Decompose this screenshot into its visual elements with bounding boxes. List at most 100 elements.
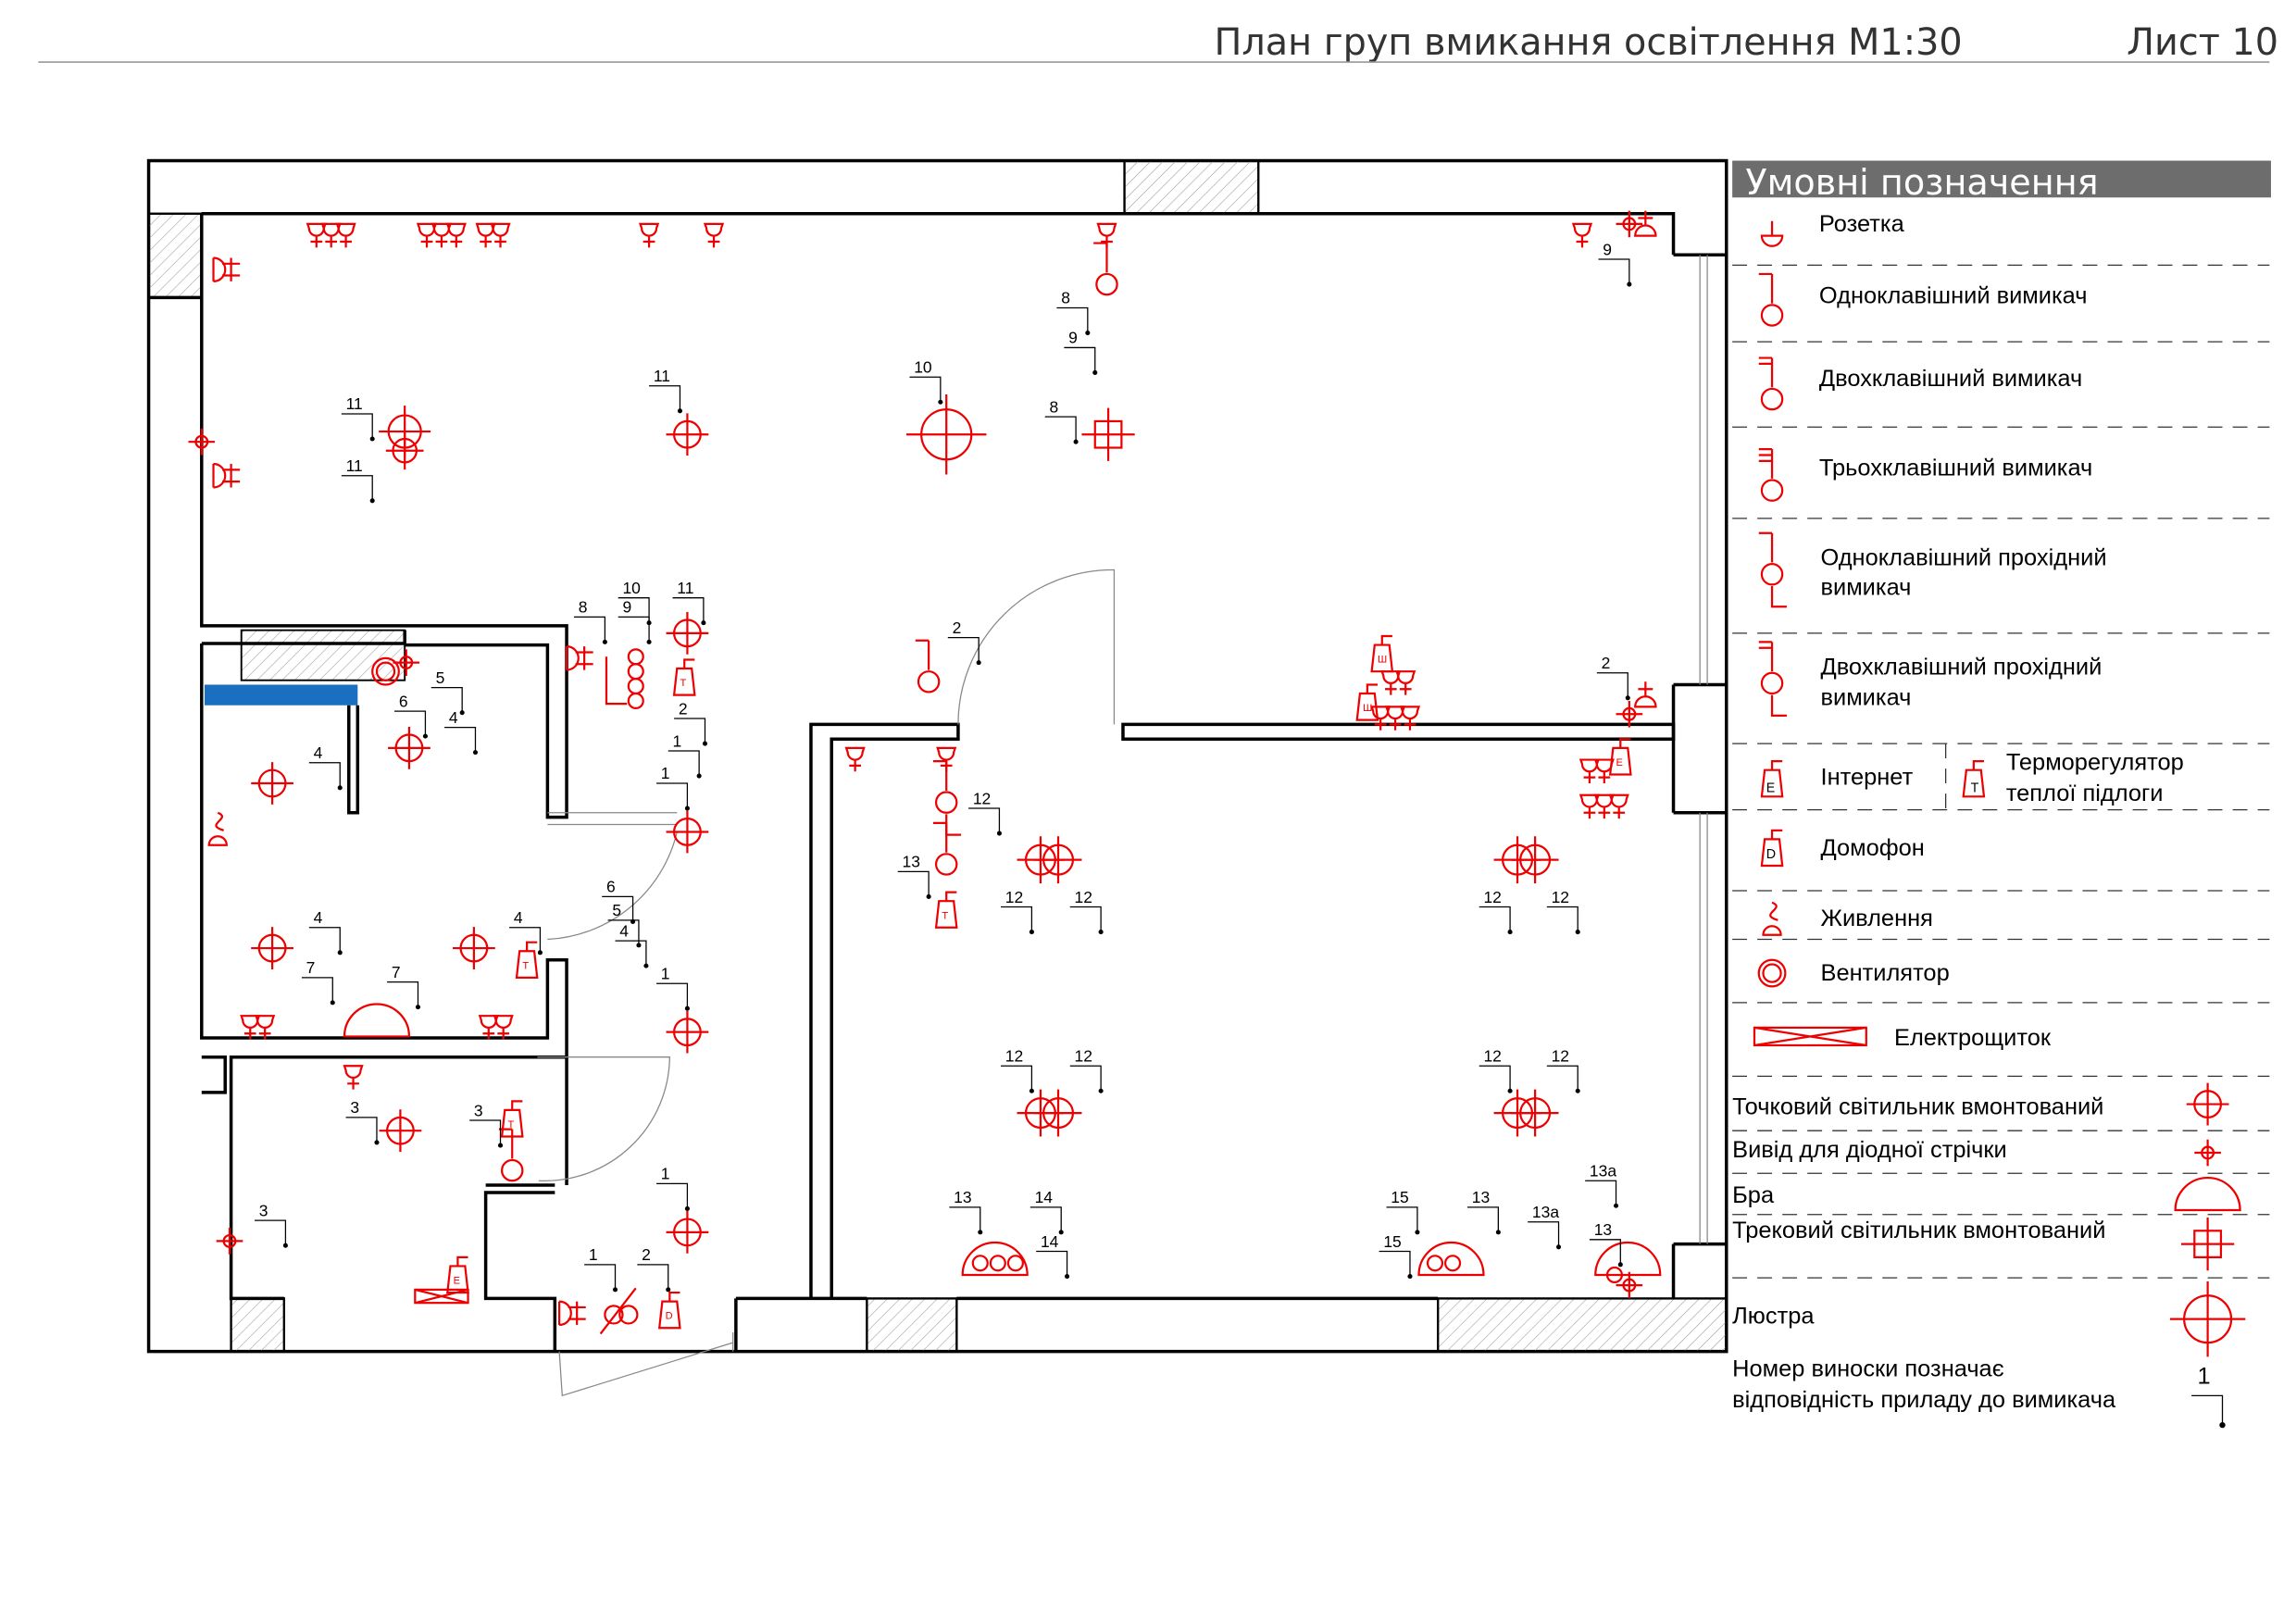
stem <box>1758 448 1774 479</box>
cross <box>2181 1217 2235 1271</box>
switch-ring <box>627 678 644 695</box>
fan-icon <box>1757 958 1787 988</box>
callout: 1 <box>656 964 690 1011</box>
callout-dot <box>1073 439 1079 444</box>
dome <box>1594 1241 1662 1277</box>
callout-leader <box>1466 1206 1499 1232</box>
cross <box>1511 1089 1559 1137</box>
sconce-icon <box>961 1241 1029 1277</box>
box <box>1962 760 1986 798</box>
callout-dot <box>1627 281 1632 287</box>
stem <box>1758 531 1787 608</box>
thermostat-icon: T <box>934 891 958 929</box>
sheet-header: План груп вмикання освітлення М1:30 Лист… <box>38 21 2278 64</box>
ring <box>1760 563 1784 586</box>
callout-leader <box>1528 1221 1560 1247</box>
socket-group-icon <box>1578 758 1615 783</box>
led-strip-outlet-icon <box>1616 210 1643 238</box>
callout-dot <box>684 806 690 811</box>
callout-dot <box>1575 1088 1580 1093</box>
bulb <box>971 1255 989 1272</box>
led-strip-outlet-icon <box>1616 1271 1643 1299</box>
callout: 12 <box>1546 888 1580 935</box>
callout: 13а <box>1585 1161 1619 1208</box>
callout: 3 <box>255 1201 288 1248</box>
legend-pass2-2: вимикач <box>1821 685 1912 711</box>
callout-leader <box>308 927 341 953</box>
callout-number: 12 <box>1005 1046 1023 1065</box>
power-outlet-icon <box>1762 901 1782 936</box>
bulb <box>1006 1255 1024 1272</box>
cross <box>453 927 495 969</box>
cross <box>1081 407 1135 461</box>
callout-dot <box>684 1006 690 1011</box>
socket-group-icon <box>240 1015 276 1040</box>
spot-light-icon <box>666 1210 709 1254</box>
socket-group-icon <box>306 222 356 248</box>
switch-icon <box>915 639 941 693</box>
callout: 2 <box>674 699 708 746</box>
callout: 10 <box>909 357 943 405</box>
callout: 1 <box>584 1245 618 1293</box>
socket <box>1571 222 1593 248</box>
spot-light-icon <box>2169 1280 2246 1357</box>
callout-leader <box>469 1119 502 1146</box>
callout-dot <box>684 1206 690 1211</box>
switch-icon <box>1758 272 1784 327</box>
callout-number: 9 <box>1068 329 1078 347</box>
stem <box>599 1287 637 1335</box>
cross <box>905 394 987 475</box>
callout: 2 <box>947 618 981 666</box>
callout-dot <box>976 660 981 666</box>
callout-dot <box>1098 930 1104 935</box>
callout: 4 <box>308 908 343 956</box>
callout-dot <box>926 893 931 899</box>
callout: 12 <box>1001 1046 1034 1093</box>
callout-leader <box>1546 1065 1578 1092</box>
callout-leader <box>1056 306 1089 333</box>
callout-number: 15 <box>1383 1232 1401 1251</box>
legend-pass1: Одноклавішний прохідний <box>1821 545 2107 571</box>
callout-dot <box>1507 930 1513 935</box>
callout: 12 <box>1069 888 1104 935</box>
sockets <box>557 1300 586 1327</box>
electrical-panel-icon <box>1753 1026 1867 1047</box>
box <box>657 1291 681 1330</box>
ring <box>1760 304 1784 327</box>
legend-fan: Вентилятор <box>1821 960 1950 986</box>
spot-light-icon <box>666 611 709 655</box>
callout-number: 14 <box>1035 1188 1054 1206</box>
callout: 2 <box>1596 654 1630 701</box>
callout: 12 <box>1479 1046 1513 1093</box>
socket <box>1593 758 1615 783</box>
intercom-icon: D <box>657 1291 681 1330</box>
callout-number: 2 <box>642 1245 651 1264</box>
callout-leader <box>949 1206 981 1232</box>
callout-number: 9 <box>622 598 631 617</box>
callout: 12 <box>1001 888 1034 935</box>
callout-leader <box>968 807 1001 834</box>
shaft-hatched <box>240 629 406 681</box>
socket-icon <box>1634 210 1657 237</box>
callout: 5 <box>430 668 465 716</box>
callout-leader <box>1598 258 1630 285</box>
callout: 12 <box>968 789 1002 836</box>
socket <box>490 222 511 248</box>
callout-dot <box>282 1243 288 1248</box>
callout: 13 <box>1466 1188 1501 1235</box>
box <box>1608 738 1632 776</box>
power <box>1762 901 1782 936</box>
floor-plan-walls <box>146 158 1728 1397</box>
inner <box>1762 963 1782 983</box>
callout-dot <box>1555 1244 1562 1250</box>
callout-number: 13а <box>1532 1203 1559 1221</box>
callout-leader <box>341 475 373 501</box>
cross <box>666 810 709 854</box>
callout-number: 11 <box>346 456 363 475</box>
cross <box>251 762 293 805</box>
led-strip-outlet-icon <box>2194 1139 2221 1167</box>
callout-number: 4 <box>619 921 629 940</box>
callout: 12 <box>1546 1046 1580 1093</box>
box-letter: E <box>1616 757 1623 768</box>
cross <box>2194 1139 2221 1167</box>
